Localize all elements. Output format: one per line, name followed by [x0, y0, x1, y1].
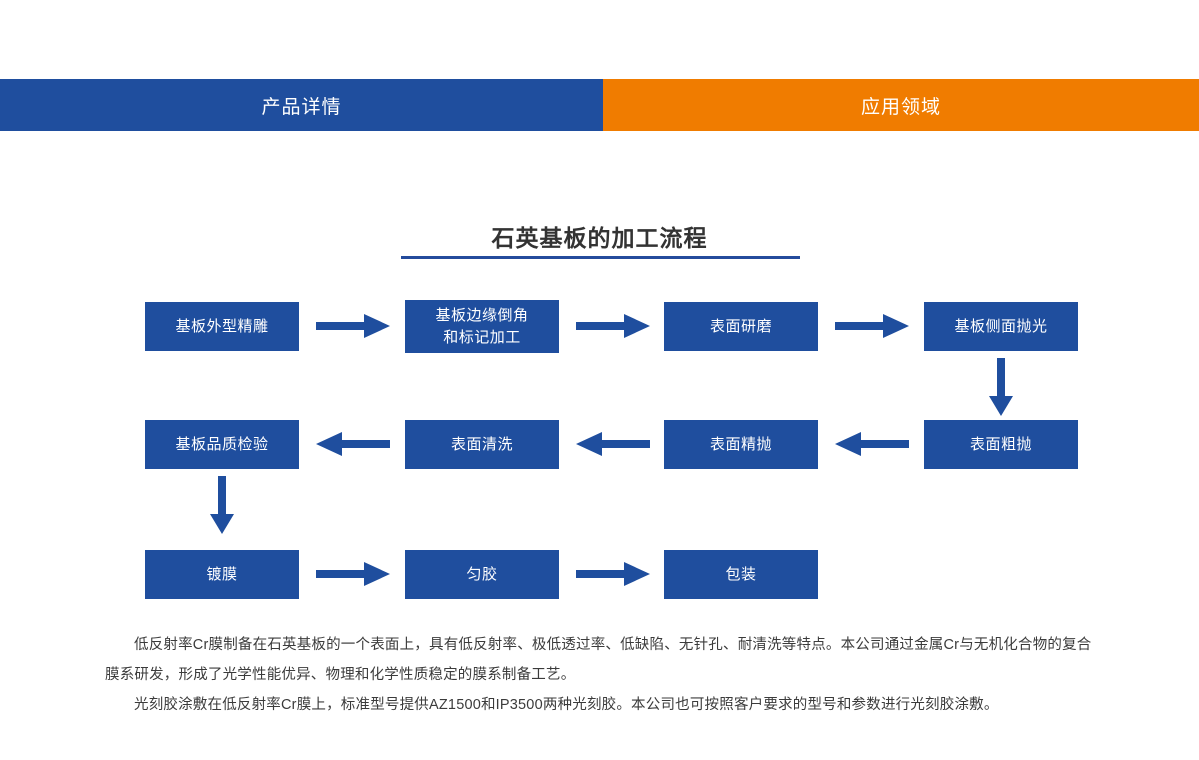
- description-paragraph-1: 低反射率Cr膜制备在石英基板的一个表面上，具有低反射率、极低透过率、低缺陷、无针…: [105, 637, 1092, 683]
- flow-node-fine-polishing[interactable]: 表面精抛: [664, 420, 818, 469]
- flow-arrow-right-icon: [316, 312, 390, 340]
- flow-node-rough-polishing[interactable]: 表面粗抛: [924, 420, 1078, 469]
- flow-node-surface-cleaning[interactable]: 表面清洗: [405, 420, 559, 469]
- flow-arrow-down-icon: [988, 358, 1014, 416]
- flow-node-resist-coating[interactable]: 匀胶: [405, 550, 559, 599]
- flow-node-edge-chamfer-marking[interactable]: 基板边缘倒角 和标记加工: [405, 300, 559, 353]
- flow-arrow-right-icon: [576, 560, 650, 588]
- flow-node-label: 基板品质检验: [175, 435, 269, 453]
- flow-node-surface-grinding[interactable]: 表面研磨: [664, 302, 818, 351]
- flow-node-label: 包装: [725, 565, 757, 583]
- flow-arrow-left-icon: [576, 430, 650, 458]
- flow-node-side-polishing[interactable]: 基板侧面抛光: [924, 302, 1078, 351]
- flow-arrow-right-icon: [316, 560, 390, 588]
- tab-bar: 产品详情 应用领域: [0, 79, 1199, 131]
- tab-application-fields[interactable]: 应用领域: [603, 79, 1199, 131]
- flow-node-label: 镀膜: [206, 565, 238, 583]
- flow-node-label: 基板边缘倒角: [435, 306, 529, 324]
- flow-node-label: 表面精抛: [709, 435, 772, 453]
- flow-node-label: 匀胶: [466, 565, 498, 583]
- section-title: 石英基板的加工流程: [491, 225, 708, 251]
- description-text: 低反射率Cr膜制备在石英基板的一个表面上，具有低反射率、极低透过率、低缺陷、无针…: [105, 630, 1105, 720]
- flow-arrow-left-icon: [316, 430, 390, 458]
- flow-node-label: 基板外型精雕: [175, 317, 269, 335]
- tab-product-details[interactable]: 产品详情: [0, 79, 603, 131]
- flow-node-label: 表面清洗: [450, 435, 513, 453]
- flow-node-quality-inspection[interactable]: 基板品质检验: [145, 420, 299, 469]
- flow-node-label: 表面粗抛: [969, 435, 1032, 453]
- flow-arrow-right-icon: [576, 312, 650, 340]
- tab-product-details-label: 产品详情: [261, 96, 342, 118]
- description-paragraph-2: 光刻胶涂敷在低反射率Cr膜上，标准型号提供AZ1500和IP3500两种光刻胶。…: [134, 697, 999, 713]
- flow-arrow-right-icon: [835, 312, 909, 340]
- flow-node-label-line2: 和标记加工: [443, 328, 521, 346]
- section-title-underline: [401, 256, 800, 259]
- flow-node-label: 基板侧面抛光: [954, 317, 1048, 335]
- flow-node-label: 表面研磨: [709, 317, 772, 335]
- flow-node-coating[interactable]: 镀膜: [145, 550, 299, 599]
- flow-node-substrate-shaping[interactable]: 基板外型精雕: [145, 302, 299, 351]
- flow-node-packaging[interactable]: 包装: [664, 550, 818, 599]
- tab-application-fields-label: 应用领域: [860, 96, 941, 118]
- flow-arrow-down-icon: [209, 476, 235, 534]
- flow-arrow-left-icon: [835, 430, 909, 458]
